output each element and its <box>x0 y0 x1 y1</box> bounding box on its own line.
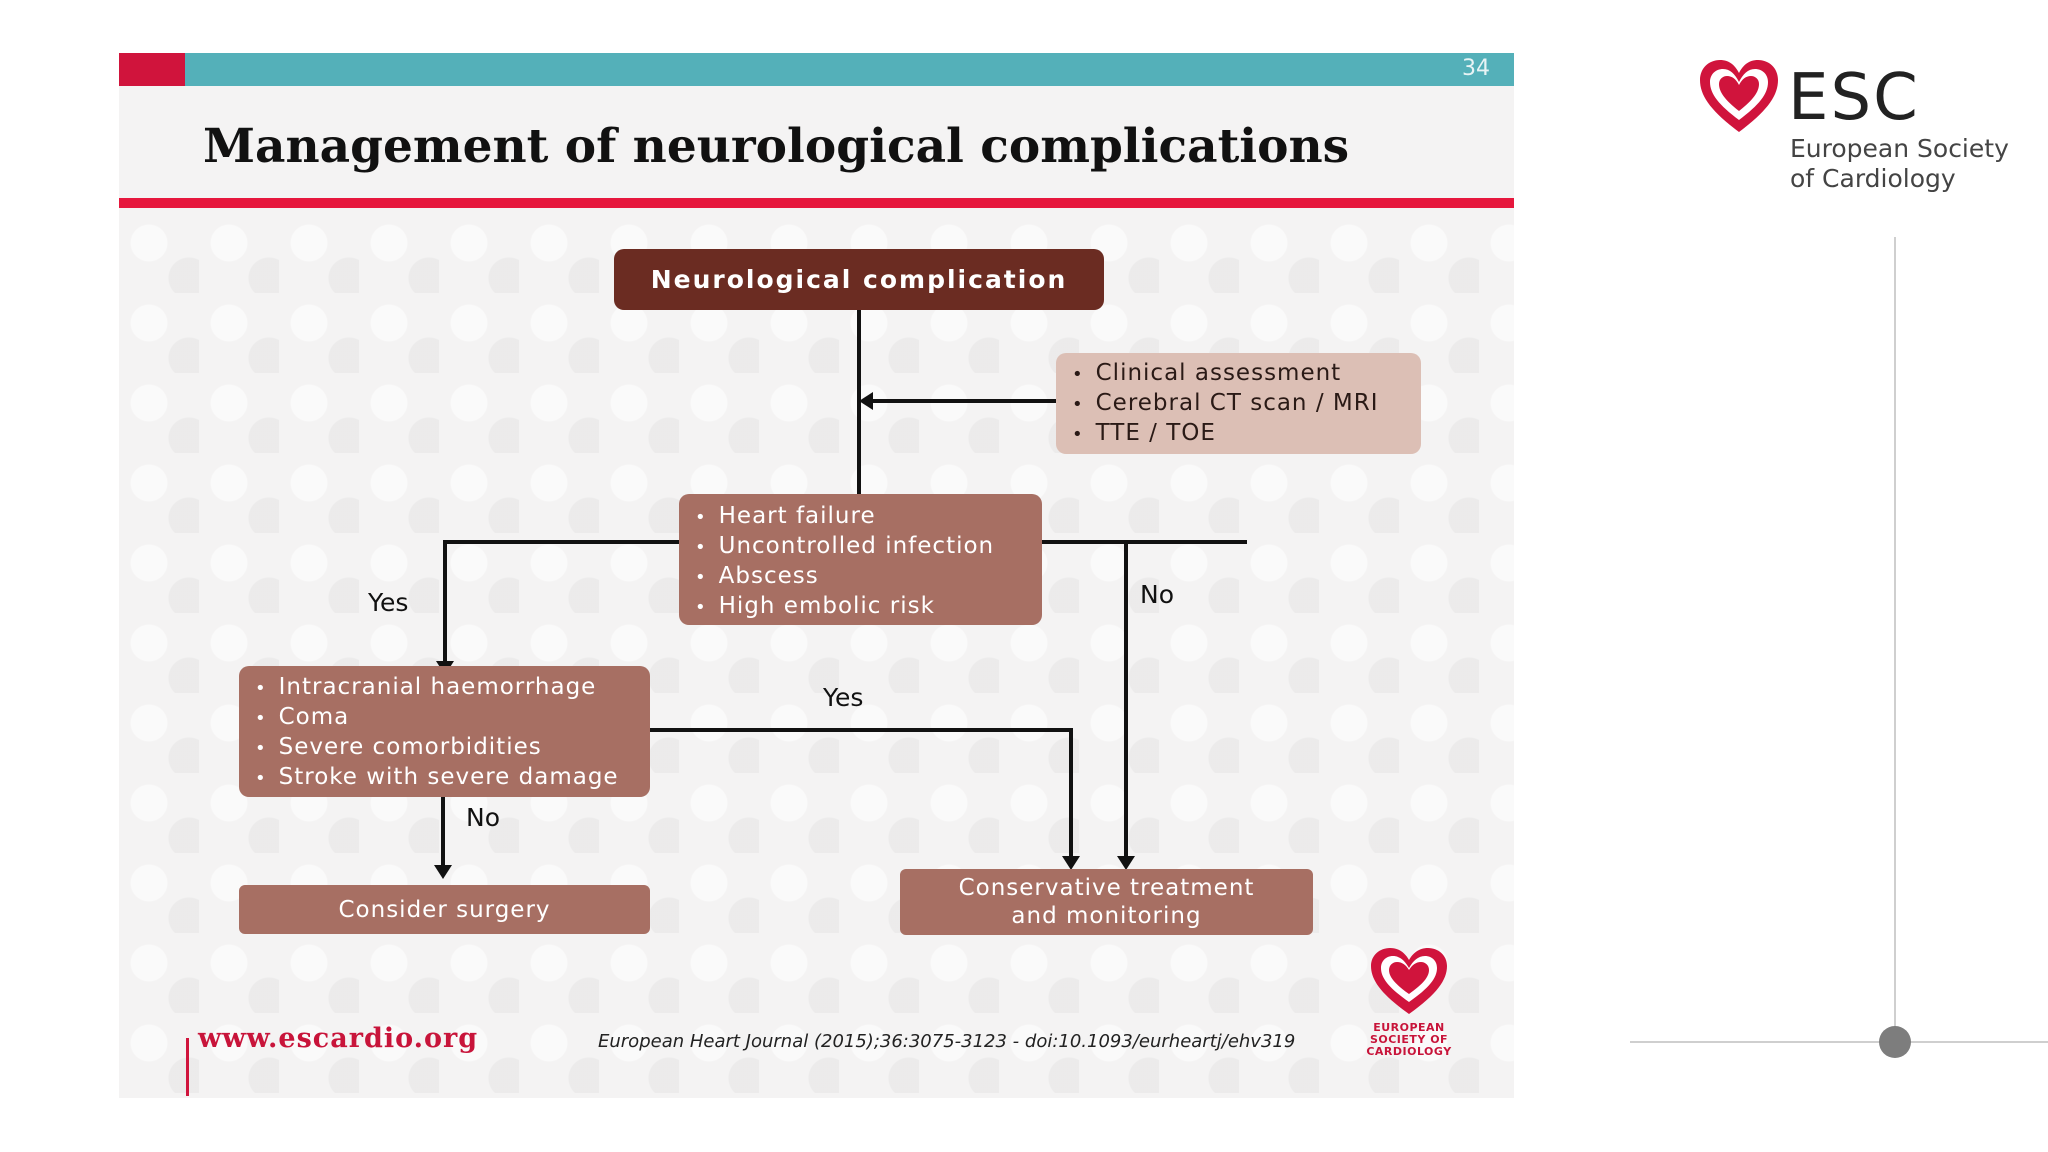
connector-yes-middle-down <box>1069 728 1073 857</box>
connector-yes-down <box>443 540 447 662</box>
slide-background-pattern <box>119 213 1514 1098</box>
footer-logo-text-line3: CARDIOLOGY <box>1366 1045 1452 1058</box>
contraindication-item: Intracranial haemorrhage <box>255 673 650 703</box>
conservative-label-line1: Conservative treatment <box>958 875 1255 901</box>
criteria-item: Uncontrolled infection <box>695 532 1042 562</box>
contraindication-item: Stroke with severe damage <box>255 763 650 793</box>
start-label: Neurological complication <box>650 265 1068 294</box>
footer-citation: European Heart Journal (2015);36:3075-31… <box>598 1031 1296 1052</box>
conservative-box: Conservative treatment and monitoring <box>900 869 1313 935</box>
criteria-item: High embolic risk <box>695 592 1042 622</box>
assessment-item: TTE / TOE <box>1072 419 1421 449</box>
label-no-bottom: No <box>466 803 500 832</box>
brand-name: European Society of Cardiology <box>1790 134 2009 194</box>
timeline-horizontal-track[interactable] <box>1630 1041 2048 1043</box>
timeline-scrubber-handle[interactable] <box>1879 1026 1911 1058</box>
connector-start-down <box>857 306 861 523</box>
heart-icon <box>1371 948 1447 1014</box>
title-underline <box>119 198 1514 208</box>
esc-brand: ESC European Society of Cardiology <box>1698 58 2018 198</box>
surgery-box: Consider surgery <box>239 885 650 934</box>
surgery-label: Consider surgery <box>338 896 551 923</box>
arrowhead-assessment <box>859 392 873 410</box>
connector-criteria-right <box>1042 540 1247 544</box>
arrowhead-yes-to-conservative <box>1062 856 1080 870</box>
label-no-right: No <box>1140 580 1174 609</box>
connector-assessment <box>871 399 1075 403</box>
connector-yes-middle <box>647 728 1073 732</box>
slide: 34 Management of neurological complicati… <box>119 53 1514 1098</box>
arrowhead-to-surgery <box>434 865 452 879</box>
arrowhead-no-to-conservative <box>1117 856 1135 870</box>
contraindication-item: Severe comorbidities <box>255 733 650 763</box>
conservative-label-line2: and monitoring <box>1011 903 1202 929</box>
footer-website-link[interactable]: www.escardio.org <box>198 1023 479 1054</box>
timeline-vertical-track <box>1894 237 1896 1043</box>
assessment-item: Cerebral CT scan / MRI <box>1072 389 1421 419</box>
start-box: Neurological complication <box>614 249 1104 310</box>
criteria-box: Heart failure Uncontrolled infection Abs… <box>679 494 1042 625</box>
slide-title: Management of neurological complications <box>203 119 1350 174</box>
header-bar-red <box>119 53 185 86</box>
criteria-item: Heart failure <box>695 502 1042 532</box>
label-yes-middle: Yes <box>823 683 864 712</box>
brand-name-line2: of Cardiology <box>1790 164 1956 193</box>
assessment-box: Clinical assessment Cerebral CT scan / M… <box>1056 353 1421 454</box>
footer-esc-logo: EUROPEAN SOCIETY OF CARDIOLOGY <box>1364 946 1454 1058</box>
connector-no-down <box>1124 540 1128 857</box>
footer-logo-text-line2: SOCIETY OF <box>1369 1033 1449 1046</box>
criteria-item: Abscess <box>695 562 1042 592</box>
assessment-item: Clinical assessment <box>1072 359 1421 389</box>
heart-icon <box>1700 60 1778 132</box>
connector-no-bottom <box>441 797 445 866</box>
brand-acronym: ESC <box>1788 61 1920 135</box>
footer-accent-rule <box>186 1038 189 1096</box>
contraindication-item: Coma <box>255 703 650 733</box>
header-bar-teal <box>185 53 1514 86</box>
slide-number: 34 <box>1462 56 1490 81</box>
footer-logo-text-line1: EUROPEAN <box>1373 1021 1445 1034</box>
contraindications-box: Intracranial haemorrhage Coma Severe com… <box>239 666 650 797</box>
label-yes-left: Yes <box>368 588 409 617</box>
brand-name-line1: European Society <box>1790 134 2009 163</box>
